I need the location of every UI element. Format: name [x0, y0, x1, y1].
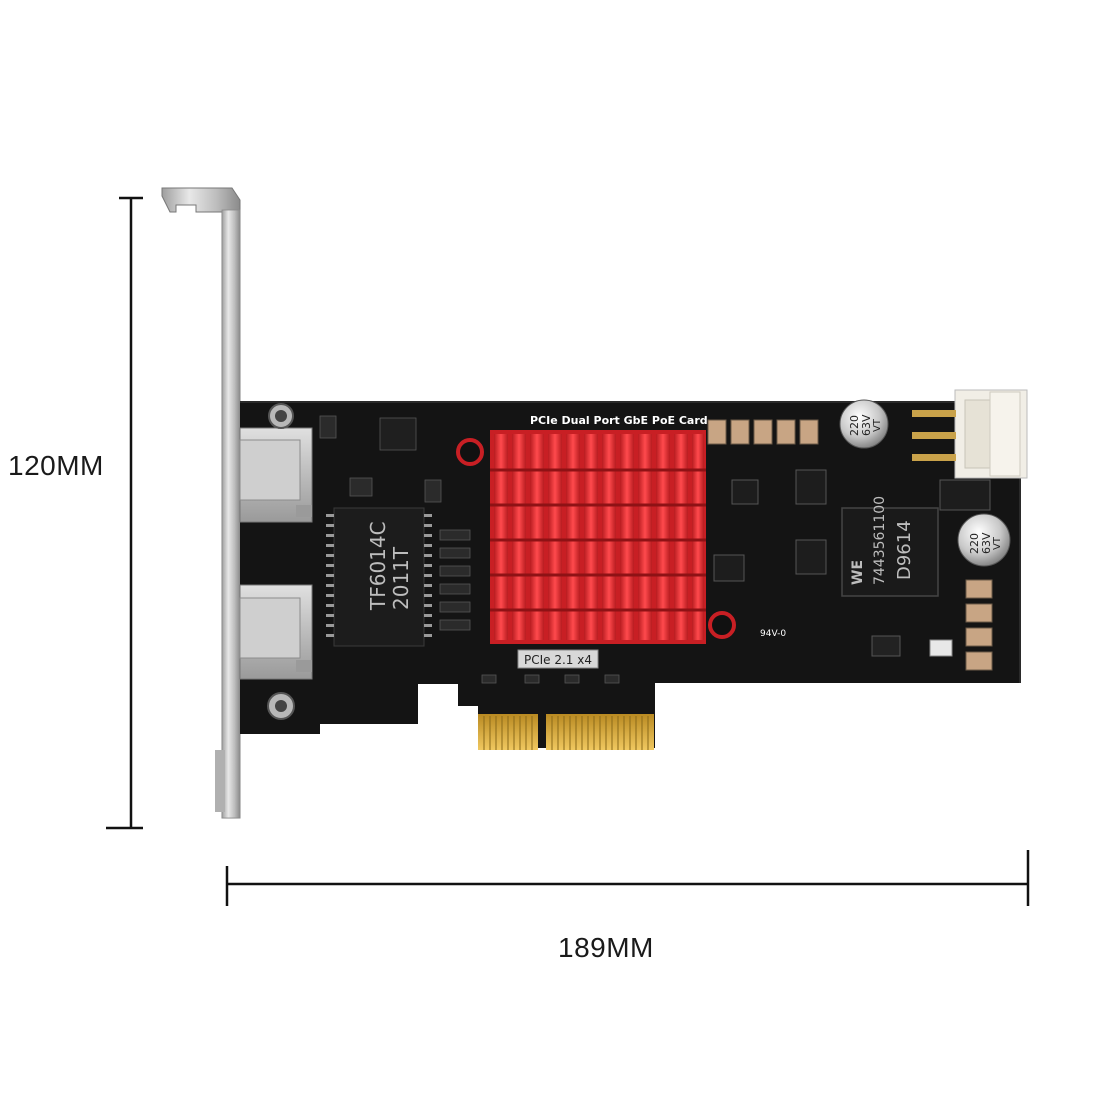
rj45-port-bottom: [239, 584, 313, 680]
cap-bottom-value-1: 220: [968, 533, 981, 554]
chip-marking-1: TF6014C: [366, 521, 390, 611]
cap-top-value-2: 63V: [860, 414, 873, 436]
pcie-gold-fingers: [478, 714, 654, 750]
heatsink: [456, 430, 736, 644]
power-connector: [912, 389, 1028, 479]
mosfet-components: [713, 469, 991, 582]
board-title: PCIe Dual Port GbE PoE Card: [530, 414, 708, 427]
screw-bottom: [267, 692, 295, 720]
smd-inductors-right: [871, 579, 993, 671]
smd-components-left: [319, 415, 620, 684]
cap-top-value-3: VT: [872, 418, 883, 432]
rj45-port-top: [239, 427, 313, 523]
screw-top: [268, 403, 294, 429]
width-dimension-label: 189MM: [558, 932, 654, 963]
rating-text: 94V-0: [760, 629, 786, 639]
cap-top-value-1: 220: [848, 415, 861, 436]
cap-bottom-value-2: 63V: [980, 532, 993, 554]
width-dimension-line: [225, 850, 1030, 906]
mounting-bracket: [161, 187, 241, 819]
smd-resistors-top: [707, 419, 819, 445]
transformer-part: 7443561100: [872, 496, 888, 585]
pcie-label: PCIe 2.1 x4: [524, 653, 592, 667]
transformer-code: D9614: [894, 520, 915, 580]
chip-marking-2: 2011T: [389, 546, 413, 610]
transformer-brand: WE: [850, 560, 866, 585]
transformer: WE 7443561100 D9614: [841, 496, 939, 597]
cap-bottom-value-3: VT: [992, 536, 1003, 550]
capacitor-bottom: 220 63V VT: [957, 513, 1011, 567]
capacitor-top: 220 63V VT: [839, 399, 889, 449]
pcie-label-box: PCIe 2.1 x4: [517, 649, 599, 669]
ethernet-controller-chip: TF6014C 2011T: [326, 507, 432, 647]
height-dimension-line: [106, 196, 143, 830]
height-dimension-label: 120MM: [8, 450, 104, 481]
